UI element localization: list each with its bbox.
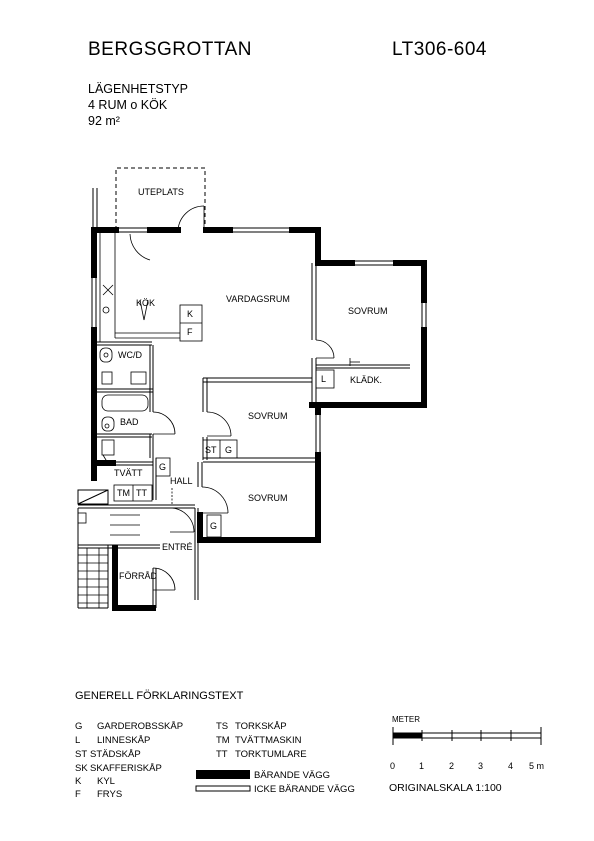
kitchen-counters (99, 233, 203, 342)
room-label-kladk: KLÄDK. (350, 375, 383, 385)
fixture-label-g-tvatt: G (159, 462, 167, 472)
scale-tick-label: 3 (478, 761, 484, 771)
legend-bearing-wall-label: BÄRANDE VÄGG (254, 770, 331, 781)
scale-caption: ORIGINALSKALA 1:100 (389, 782, 502, 794)
scale-bar (392, 727, 542, 745)
room-label-sovrum-3: SOVRUM (248, 493, 288, 503)
apartment-rooms: 4 RUM o KÖK (88, 98, 168, 112)
room-label-kok: KÖK (136, 298, 156, 308)
fixture-label-g-sovrum: G (210, 521, 218, 531)
scale-tick-label: 2 (449, 761, 455, 771)
scale-tick-label: 4 (508, 761, 514, 771)
scale-tick-label: 5 m (529, 761, 545, 771)
shafts (77, 460, 116, 524)
room-label-sovrum-2: SOVRUM (248, 411, 288, 421)
legend-nonbearing-wall-sample (195, 785, 251, 792)
room-label-wc: WC/D (118, 350, 142, 360)
scale-tick-label: 0 (390, 761, 396, 771)
bearing-walls (91, 227, 427, 611)
legend-title: GENERELL FÖRKLARINGSTEXT (75, 690, 244, 702)
fixture-label-tt: TT (136, 488, 147, 498)
room-label-vardagsrum: VARDAGSRUM (226, 294, 290, 304)
legend-nonbearing-wall-label: ICKE BÄRANDE VÄGG (254, 784, 355, 795)
room-label-hall: HALL (170, 476, 193, 486)
room-label-bad: BAD (120, 417, 139, 427)
scale-unit: METER (392, 715, 420, 724)
scale-tick-label: 1 (419, 761, 425, 771)
fixture-label-l: L (321, 374, 327, 384)
room-label-forrad: FÖRRÅD (119, 571, 157, 581)
bathroom-fixtures (99, 299, 149, 466)
fixture-label-k: K (187, 309, 194, 319)
apartment-type-label: LÄGENHETSTYP (88, 82, 189, 96)
fixture-label-g-hall: G (225, 445, 233, 455)
apartment-area: 92 m² (88, 114, 120, 128)
patio-door-swing (177, 205, 205, 231)
cabinets (113, 358, 360, 538)
fixture-label-f: F (187, 327, 193, 337)
legend-bearing-wall-sample (196, 770, 250, 779)
stair-treads (78, 514, 140, 608)
apartment-code: LT306-604 (392, 39, 487, 60)
door-swings (129, 233, 335, 591)
patio-outline (115, 167, 206, 230)
project-title: BERGSGROTTAN (88, 39, 252, 60)
fixture-label-tm: TM (117, 488, 130, 498)
room-label-sovrum-1: SOVRUM (348, 306, 388, 316)
room-label-tvatt: TVÄTT (114, 468, 143, 478)
room-label-entre: ENTRÉ (162, 542, 193, 552)
fixture-label-st: ST (205, 445, 217, 455)
room-label-uteplats: UTEPLATS (138, 187, 184, 197)
